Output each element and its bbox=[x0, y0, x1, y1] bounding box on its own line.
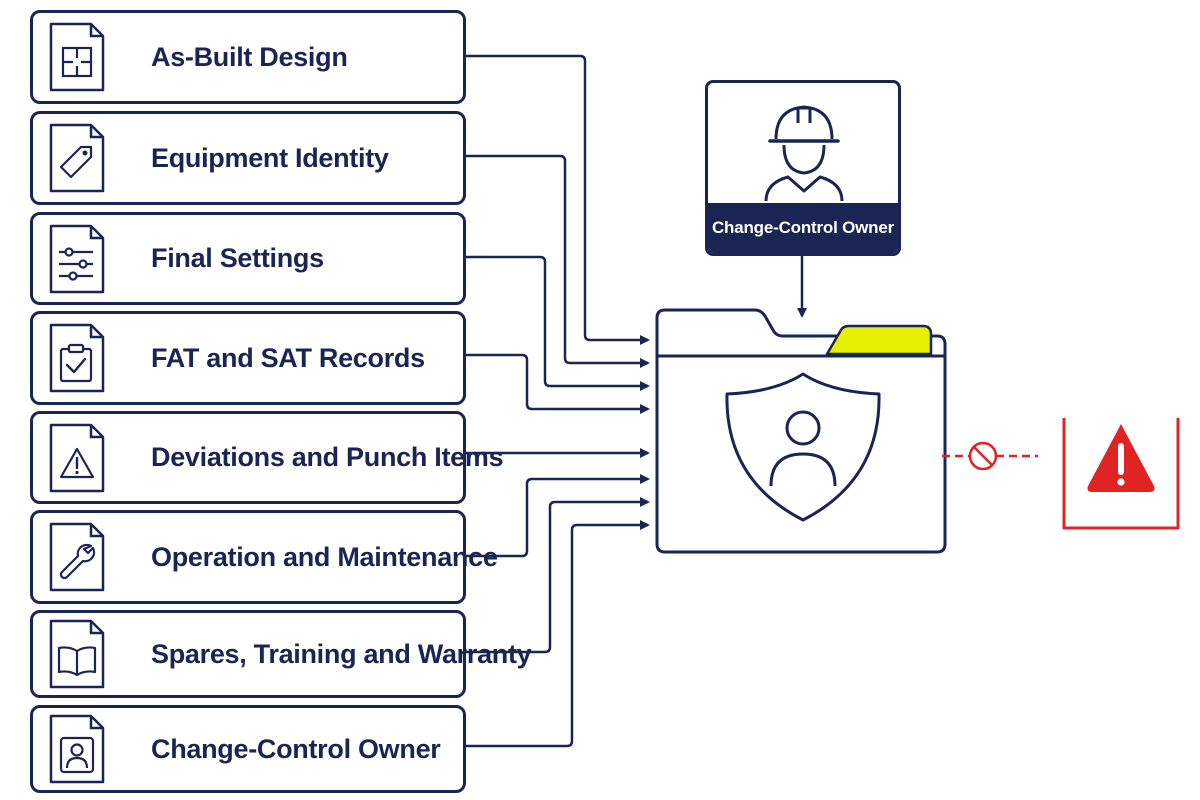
item-final-settings: Final Settings bbox=[30, 212, 466, 305]
connector-spares-training bbox=[466, 497, 650, 654]
item-label: Spares, Training and Warranty bbox=[151, 638, 532, 669]
change-control-owner-card: Change-Control Owner bbox=[705, 80, 901, 256]
blocked-document-group bbox=[942, 418, 1180, 530]
item-label: Change-Control Owner bbox=[151, 733, 441, 764]
item-label: As-Built Design bbox=[151, 41, 348, 72]
alert-document-icon bbox=[1062, 418, 1180, 530]
item-as-built-design: As-Built Design bbox=[30, 10, 466, 104]
item-deviations-punch-items: Deviations and Punch Items bbox=[30, 411, 504, 504]
floor-plan-icon bbox=[49, 22, 105, 92]
owner-card-label: Change-Control Owner bbox=[708, 203, 898, 253]
connector-final-settings bbox=[466, 255, 650, 391]
item-change-control-owner: Change-Control Owner bbox=[30, 705, 466, 793]
connector-as-built-design bbox=[466, 54, 650, 345]
person-icon bbox=[49, 714, 105, 784]
item-label: Final Settings bbox=[151, 243, 324, 273]
connector-equipment-identity bbox=[466, 154, 650, 368]
sliders-icon bbox=[49, 224, 105, 293]
folder-tab-highlight bbox=[825, 324, 933, 356]
item-equipment-identity: Equipment Identity bbox=[30, 111, 466, 205]
book-icon bbox=[49, 619, 105, 689]
wrench-icon bbox=[49, 522, 105, 592]
connector-fat-sat-records bbox=[466, 353, 650, 414]
item-fat-sat-records: FAT and SAT Records bbox=[30, 311, 466, 405]
item-spares-training-warranty: Spares, Training and Warranty bbox=[30, 610, 532, 698]
item-label: Operation and Maintenance bbox=[151, 541, 498, 572]
item-label: Deviations and Punch Items bbox=[151, 442, 504, 472]
connector-operation-maintenance bbox=[466, 474, 650, 558]
shield-person-icon bbox=[725, 372, 881, 522]
no-entry-icon bbox=[968, 441, 998, 471]
item-operation-maintenance: Operation and Maintenance bbox=[30, 510, 498, 604]
item-label: Equipment Identity bbox=[151, 142, 389, 173]
clipboard-check-icon bbox=[49, 323, 105, 393]
tag-icon bbox=[49, 123, 105, 193]
item-label: FAT and SAT Records bbox=[151, 342, 425, 373]
central-folder-icon bbox=[655, 308, 947, 554]
hard-hat-worker-icon bbox=[764, 105, 844, 202]
warning-icon bbox=[49, 423, 105, 492]
connector-change-control-owner bbox=[466, 520, 650, 748]
